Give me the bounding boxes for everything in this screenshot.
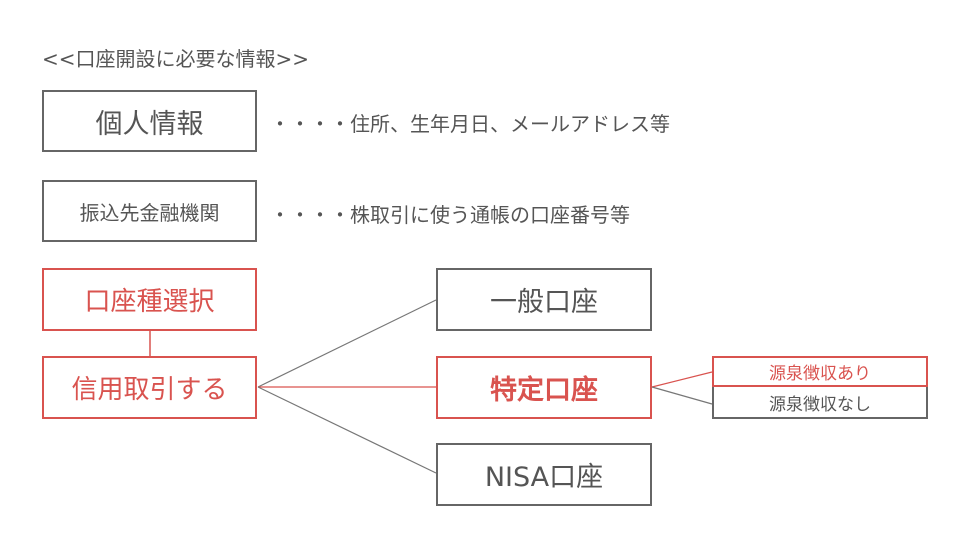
account-type-select-box: 口座種選択: [42, 268, 257, 331]
withholding-no-label: 源泉徴収なし: [769, 394, 871, 415]
withholding-no-box: 源泉徴収なし: [712, 387, 928, 419]
page-heading: <<口座開設に必要な情報>>: [42, 47, 310, 71]
use-credit-box: 信用取引する: [42, 356, 257, 419]
bank-info-box: 振込先金融機関: [42, 180, 257, 242]
bank-info-label: 振込先金融機関: [79, 200, 220, 225]
account-type-select-label: 口座種選択: [84, 287, 215, 317]
connector-specific-to-without: [651, 386, 713, 405]
personal-info-label: 個人情報: [95, 108, 204, 140]
withholding-yes-box: 源泉徴収あり: [712, 356, 928, 387]
withholding-yes-label: 源泉徴収あり: [769, 364, 871, 384]
bank-info-description: ・・・・株取引に使う通帳の口座番号等: [270, 203, 630, 227]
nisa-account-box: NISA口座: [436, 443, 652, 506]
use-credit-label: 信用取引する: [71, 375, 228, 405]
personal-info-box: 個人情報: [42, 90, 257, 152]
connector-specific-to-with: [651, 371, 713, 388]
nisa-account-label: NISA口座: [484, 462, 604, 493]
specific-account-label: 特定口座: [490, 375, 598, 406]
connector-credit-to-general: [257, 299, 437, 388]
personal-info-description: ・・・・住所、生年月日、メールアドレス等: [270, 112, 670, 136]
general-account-box: 一般口座: [436, 268, 652, 331]
general-account-label: 一般口座: [490, 287, 598, 318]
connector-credit-to-nisa: [257, 386, 437, 474]
specific-account-box: 特定口座: [436, 356, 652, 419]
